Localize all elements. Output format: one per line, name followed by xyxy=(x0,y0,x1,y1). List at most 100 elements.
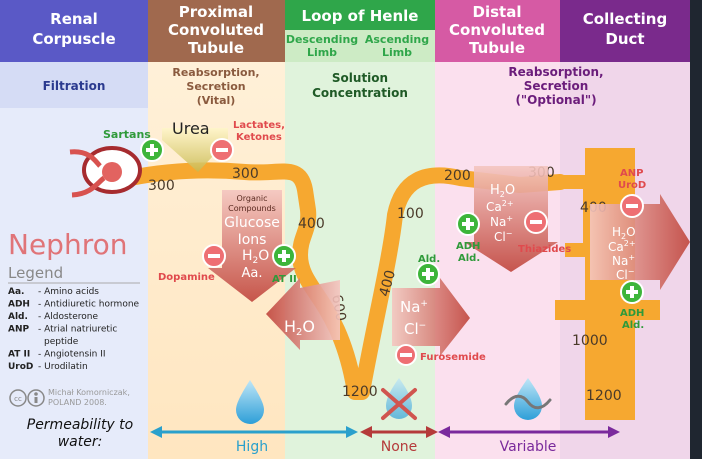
distal-header-line3: Tubule xyxy=(469,39,525,57)
nacl-ascending-arrow xyxy=(392,278,470,356)
sartans-label: Sartans xyxy=(103,128,151,141)
distal-header-line2: Convoluted xyxy=(449,21,545,39)
cl-label-distal: Cl− xyxy=(494,229,512,244)
osmolarity-400-descending: 400 xyxy=(298,216,325,232)
permeability-label-line2: water: xyxy=(58,434,103,450)
h2o-label-collecting: H2O xyxy=(612,225,636,241)
none-arrow-left-icon xyxy=(360,426,372,438)
distal-down-arrow xyxy=(464,166,558,272)
variable-arrow-left-icon xyxy=(438,426,450,438)
efferent-arteriole xyxy=(71,175,106,198)
descending-label-line2: Limb xyxy=(307,46,337,59)
dopamine-minus-bar xyxy=(208,254,220,258)
renal-header xyxy=(0,0,148,62)
proximal-function-line1: Reabsorption, xyxy=(172,66,259,79)
collecting-header-line2: Duct xyxy=(605,30,644,48)
legend-desc: - Aldosterone xyxy=(38,312,98,322)
osmolarity-1000: 1000 xyxy=(572,333,608,349)
afferent-arteriole xyxy=(69,149,102,168)
urea-arrow xyxy=(162,128,228,172)
cl-label-collecting: Cl− xyxy=(616,267,634,282)
permeability-label-line1: Permeability to xyxy=(27,417,133,433)
credit-line1: Michał Komorniczak, xyxy=(48,388,130,397)
furosemide-label: Furosemide xyxy=(420,352,486,363)
by-icon-head xyxy=(34,392,38,396)
variable-label: Variable xyxy=(500,439,557,455)
filtration-band xyxy=(0,62,148,108)
henle-header xyxy=(285,0,435,30)
ald-label-ascending: Ald. xyxy=(418,254,440,265)
lactates-label-line2: Ketones xyxy=(236,132,282,143)
renal-header-line1: Renal xyxy=(50,10,98,28)
proximal-function-line3: (Vital) xyxy=(197,94,236,107)
by-icon-body xyxy=(34,397,38,403)
glucose-label: Glucose xyxy=(224,215,280,231)
adh-collecting-plus-v xyxy=(630,286,634,298)
variable-arrow-right-icon xyxy=(608,426,620,438)
ions-label: Ions xyxy=(238,232,267,248)
legend-abbr: ADH xyxy=(8,300,30,310)
henle-header-title: Loop of Henle xyxy=(302,7,419,25)
urea-label: Urea xyxy=(172,119,210,138)
organic-compounds-arrow xyxy=(208,190,296,302)
cl-label-ascending: Cl− xyxy=(404,320,426,338)
legend-abbr: UroD xyxy=(8,362,33,372)
osmolarity-300-corpuscle: 300 xyxy=(148,178,175,194)
water-drop-high-icon xyxy=(236,380,264,424)
na-label-distal: Na+ xyxy=(490,214,513,229)
organic-label-line1: Organic xyxy=(236,194,267,203)
collecting-function-line3: ("Optional") xyxy=(515,93,596,107)
none-cross-b xyxy=(381,388,417,420)
legend-desc: - Antidiuretic hormone xyxy=(38,300,140,310)
by-icon xyxy=(27,389,45,407)
tubule-main xyxy=(122,162,568,400)
high-arrow-left-icon xyxy=(150,426,162,438)
osmolarity-1200-loop: 1200 xyxy=(342,384,378,400)
collecting-header xyxy=(560,0,690,62)
at2-plus-v xyxy=(282,250,286,262)
h2o-label-distal: H2O xyxy=(490,183,515,199)
adh-label-distal: ADH xyxy=(456,241,480,252)
legend-desc: - Amino acids xyxy=(38,287,99,297)
lactates-minus-bar xyxy=(216,148,228,152)
proximal-header xyxy=(148,0,285,62)
legend-abbr: ANP xyxy=(8,325,29,335)
ascending-header xyxy=(360,30,435,62)
collecting-header-line1: Collecting xyxy=(583,10,667,28)
thiazides-label: Thiazides xyxy=(518,244,571,255)
collecting-right-arrow xyxy=(590,194,690,290)
legend-subtitle: Legend xyxy=(8,264,63,282)
variable-wave-icon xyxy=(504,394,552,410)
legend-desc: - Atrial natriuretic xyxy=(38,325,117,335)
proximal-function-line2: Secretion xyxy=(186,80,245,93)
filtration-label: Filtration xyxy=(43,79,106,93)
none-label: None xyxy=(381,439,418,455)
h2o-label-descending: H2O xyxy=(284,317,315,338)
credit-line2: POLAND 2008. xyxy=(48,398,107,407)
legend-abbr: AT II xyxy=(8,350,30,360)
high-arrow-right-icon xyxy=(346,426,358,438)
descending-header xyxy=(285,30,360,62)
nephron-title: Nephron xyxy=(8,228,127,261)
ascending-label-line2: Limb xyxy=(382,46,412,59)
osmolarity-300-proximal: 300 xyxy=(232,166,259,182)
legend-desc: - Angiotensin II xyxy=(38,350,106,360)
water-drop-variable-icon xyxy=(514,378,542,420)
at2-label: AT II xyxy=(272,274,297,285)
h2o-descending-arrow xyxy=(266,278,340,350)
legend-desc: peptide xyxy=(44,337,79,347)
legend-desc: - Urodilatin xyxy=(38,362,88,372)
proximal-header-line1: Proximal xyxy=(179,3,253,21)
proximal-header-line2: Convoluted xyxy=(168,21,264,39)
renal-header-line2: Corpuscle xyxy=(32,30,115,48)
high-label: High xyxy=(236,439,268,455)
ascending-label-line1: Ascending xyxy=(365,33,429,46)
dopamine-label: Dopamine xyxy=(158,272,215,283)
na-label-collecting: Na+ xyxy=(612,253,635,268)
none-arrow-right-icon xyxy=(426,426,438,438)
henle-function-line2: Concentration xyxy=(312,86,408,100)
osmolarity-200: 200 xyxy=(444,168,471,184)
lactates-label-line1: Lactates, xyxy=(233,120,285,131)
